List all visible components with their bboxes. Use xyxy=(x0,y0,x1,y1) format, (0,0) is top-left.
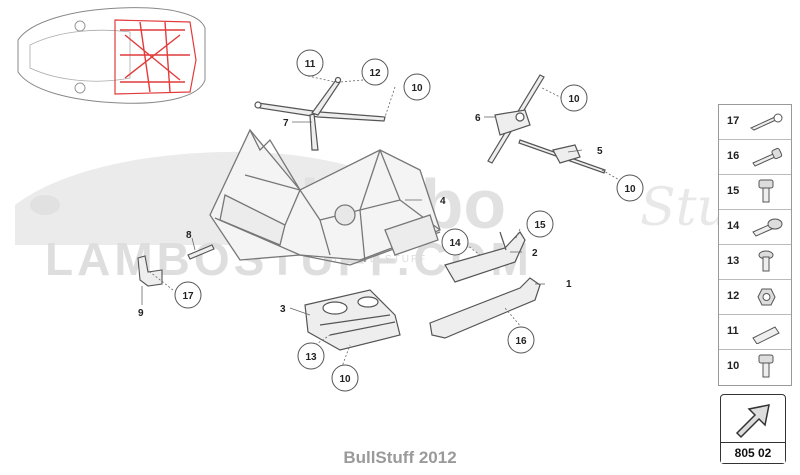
legend-item-17[interactable]: 17 xyxy=(719,105,791,140)
solid-leaders xyxy=(141,116,583,316)
part-label-7[interactable]: 7 xyxy=(283,118,289,129)
part-1-bumper-beam xyxy=(429,277,541,339)
legend-item-15[interactable]: 15 xyxy=(719,175,791,210)
callout-10[interactable]: 10 xyxy=(560,84,588,112)
callout-11[interactable]: 11 xyxy=(296,49,324,77)
part-label-8[interactable]: 8 xyxy=(186,230,192,241)
arrow-icon xyxy=(735,404,770,439)
callout-14[interactable]: 14 xyxy=(441,228,469,256)
page-code: 805 02 xyxy=(721,442,785,463)
part-7-cross-brace xyxy=(254,76,386,151)
pin-icon xyxy=(749,113,783,131)
svg-text:10: 10 xyxy=(568,94,580,105)
sleeve-icon xyxy=(752,326,780,344)
legend-item-10[interactable]: 10 xyxy=(719,350,791,384)
part-label-3[interactable]: 3 xyxy=(280,304,286,315)
part-label-9[interactable]: 9 xyxy=(138,308,144,319)
callout-12[interactable]: 12 xyxy=(361,58,389,86)
bolt-icon xyxy=(758,179,774,203)
part-label-1[interactable]: 1 xyxy=(566,279,572,290)
svg-text:12: 12 xyxy=(369,68,381,79)
svg-text:15: 15 xyxy=(534,220,546,231)
callout-10[interactable]: 10 xyxy=(331,364,359,392)
svg-text:13: 13 xyxy=(305,352,317,363)
svg-text:10: 10 xyxy=(339,374,351,385)
svg-text:16: 16 xyxy=(515,336,527,347)
part-2-crossmember xyxy=(444,231,526,283)
svg-text:10: 10 xyxy=(624,184,636,195)
part-3-underbody-panel xyxy=(304,289,401,351)
svg-text:14: 14 xyxy=(449,238,461,249)
legend-item-13[interactable]: 13 xyxy=(719,245,791,280)
part-label-4[interactable]: 4 xyxy=(440,196,446,207)
page-nav-box[interactable]: 805 02 xyxy=(720,394,786,464)
part-label-6[interactable]: 6 xyxy=(475,113,481,124)
screw-icon xyxy=(752,147,783,167)
callout-17[interactable]: 17 xyxy=(174,281,202,309)
legend-item-16[interactable]: 16 xyxy=(719,140,791,175)
callouts: 11 12 10 10 10 10 15 14 xyxy=(174,49,644,392)
car-overview-icon xyxy=(17,7,206,104)
part-8-bracket xyxy=(187,244,215,260)
screw-short-icon xyxy=(758,250,774,272)
part-label-5[interactable]: 5 xyxy=(597,146,603,157)
callout-10[interactable]: 10 xyxy=(616,174,644,202)
part-9-bracket xyxy=(137,255,163,287)
bolt-flange-icon xyxy=(752,218,783,237)
callout-13[interactable]: 13 xyxy=(297,342,325,370)
legend-item-11[interactable]: 11 xyxy=(719,315,791,350)
callout-15[interactable]: 15 xyxy=(526,210,554,238)
svg-text:10: 10 xyxy=(411,83,423,94)
nut-icon xyxy=(757,288,776,306)
svg-text:17: 17 xyxy=(182,291,194,302)
footer-credit: BullStuff 2012 xyxy=(343,448,457,467)
screw-icon xyxy=(758,354,774,378)
part-5-rod xyxy=(518,139,606,174)
chassis-frame xyxy=(209,128,441,266)
part-label-2[interactable]: 2 xyxy=(532,248,538,259)
callout-16[interactable]: 16 xyxy=(507,326,535,354)
fastener-legend: 17 16 15 14 13 12 xyxy=(718,104,792,386)
part-labels: 7 6 5 4 2 1 8 9 3 xyxy=(138,113,603,319)
watermark-tagline: BY BULLSTUFF xyxy=(330,254,427,265)
callout-10[interactable]: 10 xyxy=(403,73,431,101)
svg-text:11: 11 xyxy=(305,59,316,70)
legend-item-12[interactable]: 12 xyxy=(719,280,791,315)
part-6-strut xyxy=(487,74,545,164)
legend-item-14[interactable]: 14 xyxy=(719,210,791,245)
